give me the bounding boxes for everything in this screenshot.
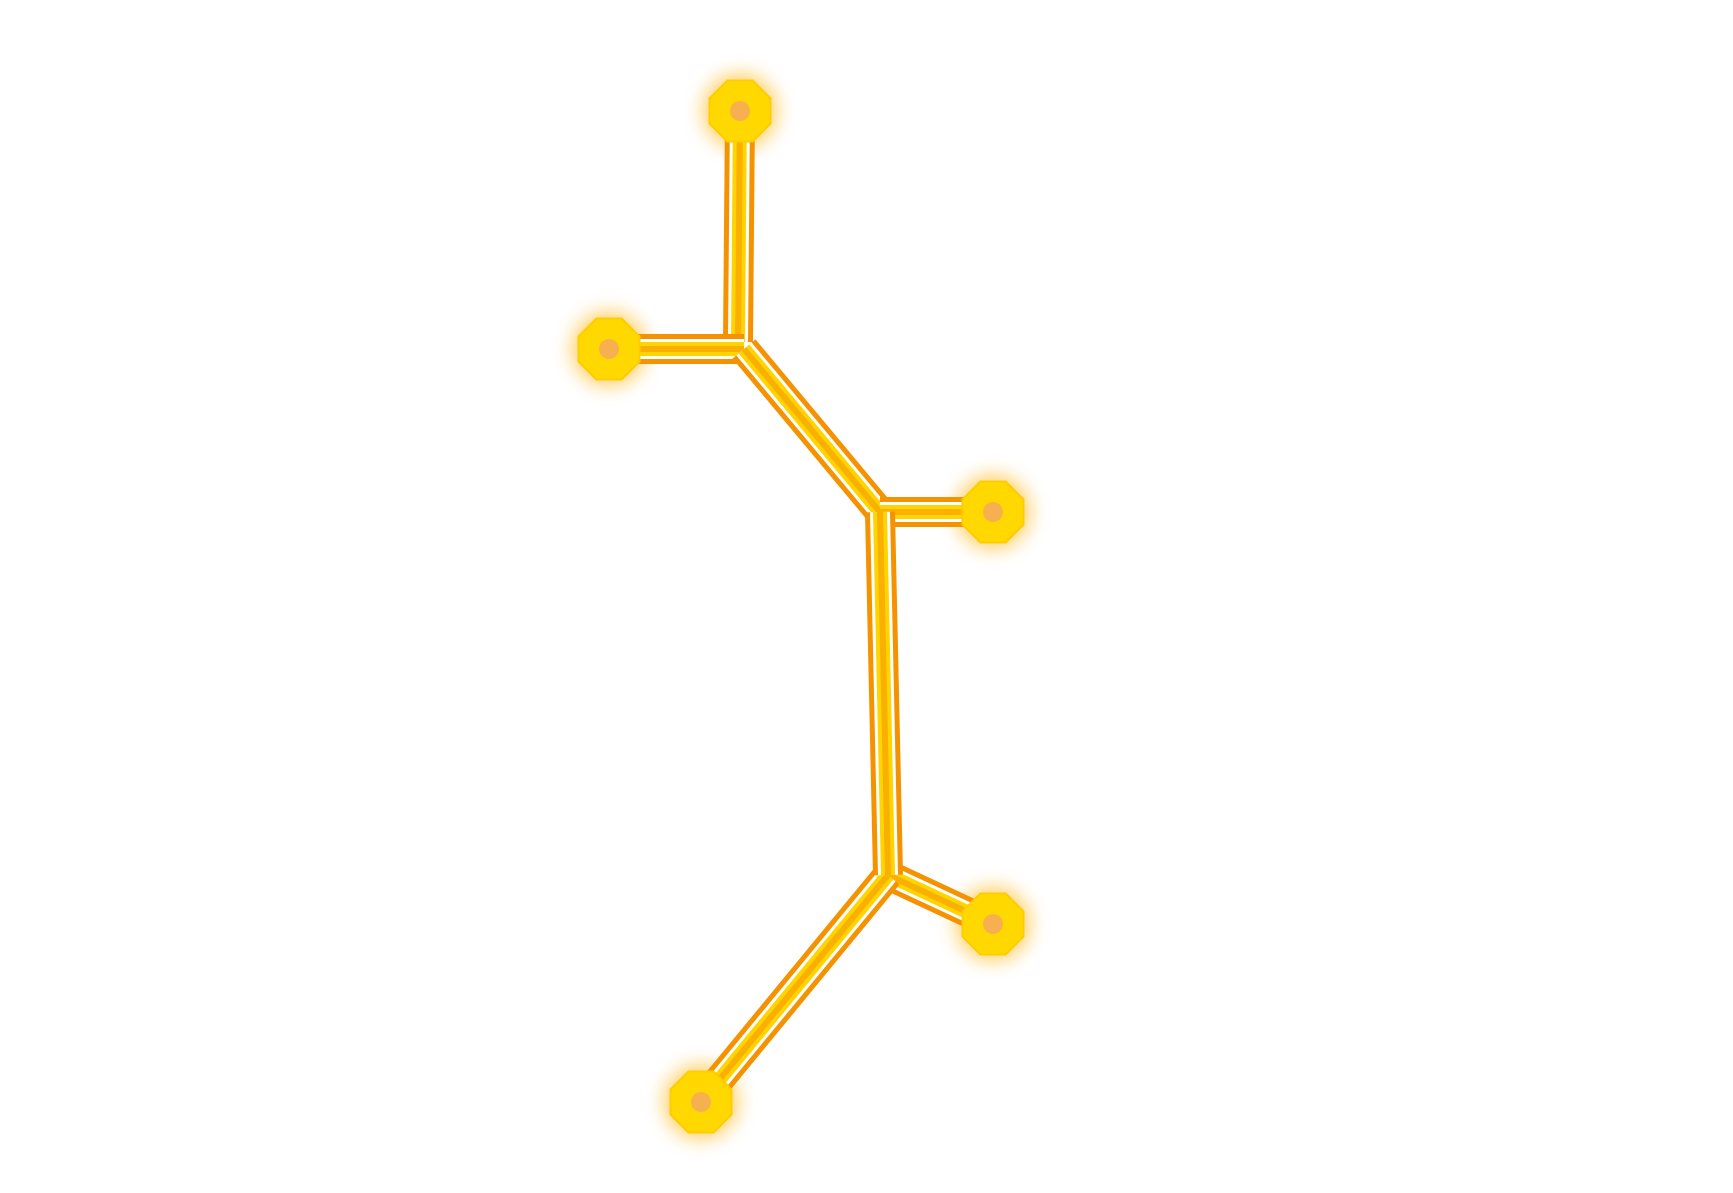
nodes-layer	[577, 79, 1025, 1134]
link-trunk	[865, 511, 903, 876]
node-upper-left	[577, 317, 641, 381]
node-right-upper	[961, 480, 1025, 544]
link-lower-junction-to-bottom-left	[689, 865, 900, 1112]
link-upper-junction-to-right-upper	[732, 339, 892, 522]
node-top	[708, 79, 772, 143]
node-right-lower	[961, 892, 1025, 956]
node-bottom-left	[669, 1070, 733, 1134]
link-top-to-upper-junction	[723, 110, 755, 343]
links-layer	[609, 110, 1000, 1112]
